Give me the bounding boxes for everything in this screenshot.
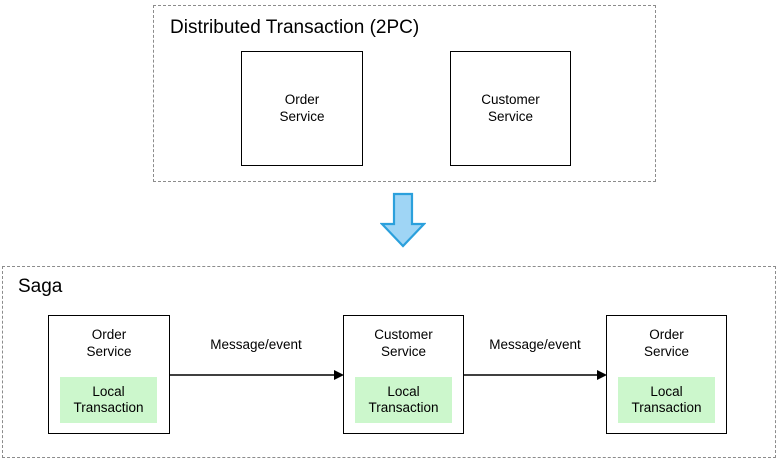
distributed-transaction-group (153, 5, 656, 182)
distributed-transaction-title: Distributed Transaction (2PC) (170, 17, 420, 38)
flow-label-message-event-1: Message/event (210, 337, 302, 352)
service-box-order-2pc[interactable]: Order Service (241, 51, 363, 166)
service-label-customer-saga: Customer Service (374, 327, 433, 359)
flow-arrow-1-svg (170, 370, 344, 380)
flow-arrow-2-svg (464, 370, 607, 380)
service-box-order-saga-2[interactable]: Order Service Local Transaction (606, 315, 727, 434)
service-box-customer-2pc[interactable]: Customer Service (450, 51, 571, 166)
local-transaction-chip-2: Local Transaction (355, 377, 452, 423)
service-label-order-saga-1: Order Service (86, 327, 132, 359)
down-arrow-icon (379, 192, 427, 248)
service-label-order-2pc: Order Service (279, 92, 325, 124)
service-box-order-saga-1[interactable]: Order Service Local Transaction (48, 315, 170, 434)
saga-group (2, 266, 776, 458)
local-transaction-chip-3: Local Transaction (618, 377, 715, 423)
flow-arrow-1 (170, 368, 344, 382)
local-transaction-chip-1: Local Transaction (60, 377, 157, 423)
service-label-order-saga-2: Order Service (643, 327, 689, 359)
saga-title: Saga (18, 276, 63, 297)
down-arrow-svg (379, 192, 427, 248)
flow-label-message-event-2: Message/event (489, 337, 581, 352)
service-label-customer-2pc: Customer Service (481, 92, 540, 124)
flow-arrow-2 (464, 368, 607, 382)
service-box-customer-saga[interactable]: Customer Service Local Transaction (343, 315, 464, 434)
